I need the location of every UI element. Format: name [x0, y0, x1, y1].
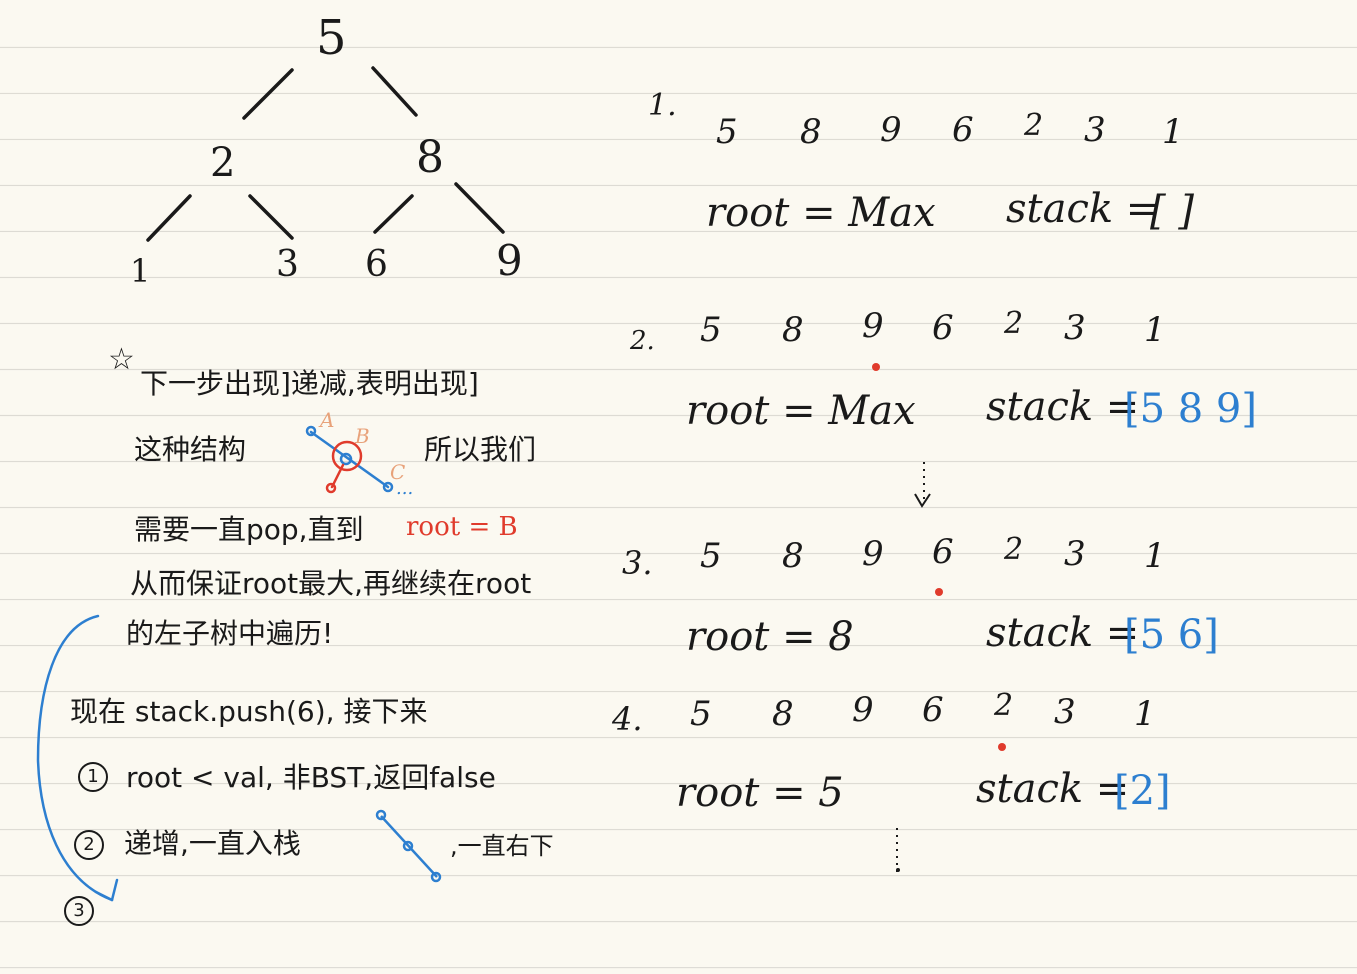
- step-2-value: 3: [1064, 308, 1086, 348]
- diagram-label-a: A: [320, 408, 335, 432]
- step-1-index: 1.: [648, 88, 677, 123]
- step-1-stack-label: stack =: [1006, 186, 1160, 232]
- step-4-root: root = 5: [676, 770, 844, 816]
- step-3-value: 9: [862, 534, 884, 574]
- note-line-5: 的左子树中遍历!: [126, 617, 334, 650]
- tree-node-right-right: 9: [496, 236, 523, 285]
- note-line-2b: 所以我们: [424, 433, 537, 466]
- step-3-index: 3.: [622, 544, 653, 582]
- step-2-value: 6: [932, 308, 954, 348]
- step-3-stack-label: stack =: [986, 610, 1140, 656]
- step-2-value: 2: [1004, 306, 1024, 341]
- step-3-value: 5: [700, 536, 722, 576]
- note-line-3b: root = B: [406, 512, 518, 542]
- step-2-index: 2.: [630, 326, 655, 356]
- step-2-value: 9: [862, 306, 884, 346]
- diagram-ellipsis: ...: [396, 478, 414, 499]
- case2-tail: ,一直右下: [450, 832, 554, 860]
- tree-node-root: 5: [316, 10, 347, 66]
- case1-text: root < val, 非BST,返回false: [126, 761, 496, 794]
- current-markers: [872, 363, 1006, 751]
- edge-8-9: [454, 182, 505, 234]
- step-4-stack-value: [2]: [1114, 768, 1171, 814]
- step-2-stack-value: [5 8 9]: [1124, 386, 1257, 432]
- step-4-index: 4.: [612, 700, 643, 738]
- step-4-stack-label: stack =: [976, 766, 1130, 812]
- edge-5-8: [371, 66, 418, 117]
- step-3-value: 3: [1064, 534, 1086, 574]
- step-3-value: 8: [782, 536, 804, 576]
- edge-5-2: [242, 68, 294, 120]
- tree-node-left-right: 3: [276, 244, 299, 285]
- step-2-stack-label: stack =: [986, 384, 1140, 430]
- diagram-label-c: C: [390, 460, 406, 484]
- step-1-value: 9: [880, 110, 902, 150]
- step-2-value: 8: [782, 310, 804, 350]
- note-line-4: 从而保证root最大,再继续在root: [130, 567, 532, 600]
- edge-2-3: [248, 194, 294, 240]
- tree-node-left-left: 1: [130, 252, 151, 290]
- step-4-value: 9: [852, 690, 874, 730]
- continue-dots: [896, 462, 925, 874]
- chain-sketch: [375, 809, 442, 883]
- edge-8-6: [373, 194, 414, 234]
- step-3-root: root = 8: [686, 614, 854, 660]
- curved-arrow: [36, 614, 119, 902]
- step-4-value: 2: [994, 688, 1014, 723]
- note-line-2a: 这种结构: [134, 433, 247, 466]
- tree-node-right: 8: [416, 132, 444, 183]
- step-1-value: 6: [952, 110, 974, 150]
- step-3-value: 6: [932, 532, 954, 572]
- abc-sketch: [305, 425, 394, 494]
- case1-number: 1: [78, 762, 108, 792]
- step-1-root: root = Max: [706, 190, 936, 236]
- step-1-value: 5: [716, 112, 738, 152]
- step-1-value: 8: [800, 112, 822, 152]
- case2-number: 2: [74, 830, 104, 860]
- step-2-root: root = Max: [686, 388, 916, 434]
- edge-2-1: [146, 194, 192, 242]
- tree-edges: [146, 66, 505, 242]
- step-1-stack-value: [ ]: [1150, 188, 1194, 234]
- step-3-value: 2: [1004, 532, 1024, 567]
- step-2-value: 5: [700, 310, 722, 350]
- note-line-3a: 需要一直pop,直到: [134, 513, 364, 546]
- step-2-value: 1: [1144, 310, 1166, 350]
- step-4-value: 6: [922, 690, 944, 730]
- step-1-value: 2: [1024, 108, 1044, 143]
- step-4-value: 8: [772, 694, 794, 734]
- step-4-value: 3: [1054, 692, 1076, 732]
- push-note: 现在 stack.push(6), 接下来: [70, 695, 428, 728]
- step-4-value: 1: [1134, 694, 1156, 734]
- step-4-value: 5: [690, 694, 712, 734]
- step-3-stack-value: [5 6]: [1124, 612, 1219, 658]
- note-line-1: 下一步出现]递减,表明出现]: [140, 367, 479, 400]
- diagram-label-b: B: [355, 424, 370, 448]
- step-1-value: 1: [1162, 112, 1184, 152]
- case2-text: 递增,一直入栈: [124, 827, 301, 860]
- star-icon: ☆: [108, 342, 135, 377]
- step-3-value: 1: [1144, 536, 1166, 576]
- tree-node-left: 2: [210, 140, 236, 186]
- step-1-value: 3: [1084, 110, 1106, 150]
- tree-node-right-left: 6: [365, 244, 388, 285]
- case3-number: 3: [64, 896, 94, 926]
